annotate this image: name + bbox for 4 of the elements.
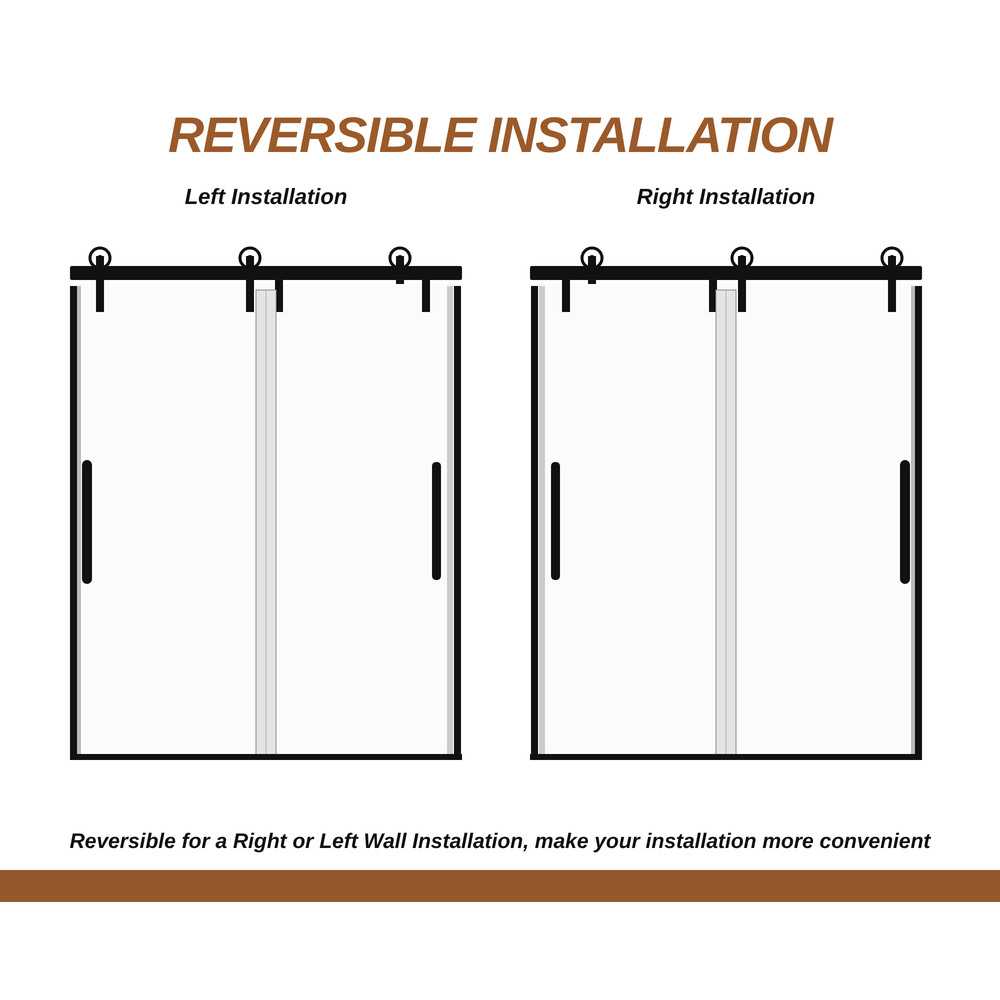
title: REVERSIBLE INSTALLATION <box>167 106 835 165</box>
section-heading: Right Installation <box>636 183 816 211</box>
caption: Reversible for a Right or Left Wall Installation, make your installation more convenient <box>68 829 932 855</box>
section-heading: Left Installation <box>184 183 348 211</box>
